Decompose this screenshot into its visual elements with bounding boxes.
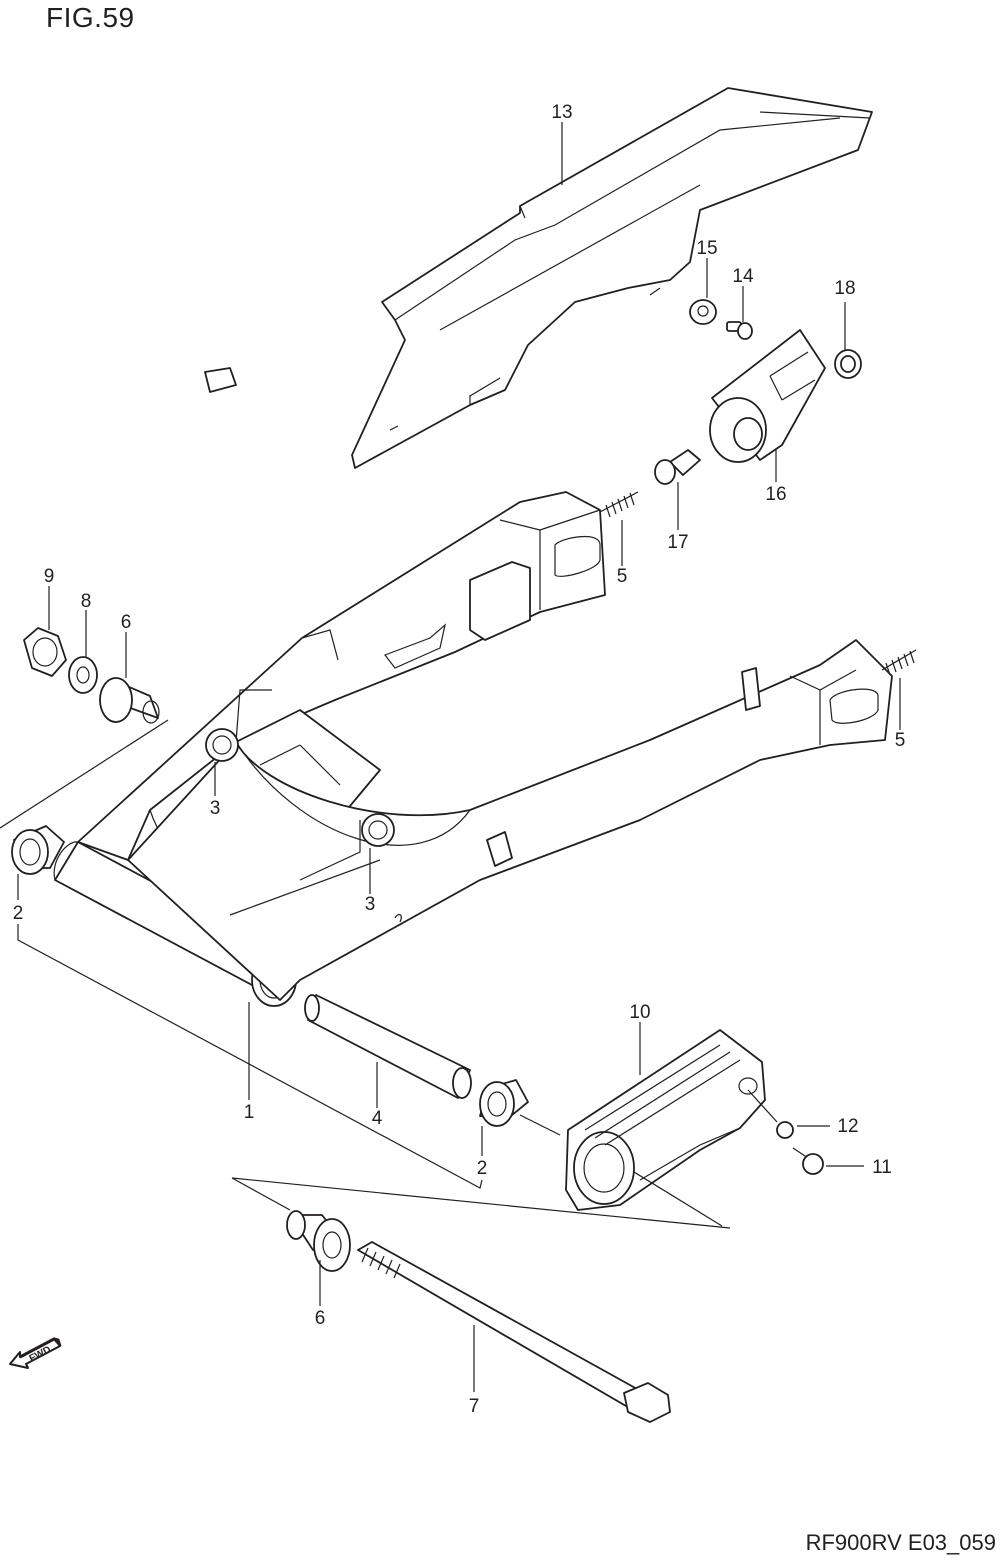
callout-15: 15 xyxy=(696,238,717,259)
callout-16: 16 xyxy=(765,484,786,505)
needle-bearing-lower xyxy=(361,813,395,847)
callout-6-upper: 6 xyxy=(121,612,132,633)
diagram-code: RF900RV E03_059 xyxy=(805,1530,996,1555)
callout-5-lower: 5 xyxy=(895,730,906,751)
callout-2-right: 2 xyxy=(477,1158,488,1179)
callout-7: 7 xyxy=(469,1396,480,1417)
slider-cushion xyxy=(776,1121,794,1139)
adjuster-bolt xyxy=(654,449,701,485)
circlip xyxy=(834,349,862,379)
slider-screw xyxy=(792,1147,824,1175)
pivot-washer xyxy=(68,656,98,694)
callout-9: 9 xyxy=(44,566,55,587)
chain-guard xyxy=(351,87,873,469)
adjuster-stud-right xyxy=(881,649,917,676)
callout-5-upper: 5 xyxy=(617,566,628,587)
forward-arrow-icon: FWD xyxy=(9,1337,62,1369)
spacer-tube xyxy=(304,994,472,1099)
callout-3-upper: 3 xyxy=(210,798,221,819)
pivot-bearing-left xyxy=(11,825,65,875)
callout-14: 14 xyxy=(732,266,754,287)
callout-3-lower: 3 xyxy=(365,894,376,915)
callout-2-left: 2 xyxy=(13,903,24,924)
grommet xyxy=(689,299,717,325)
callout-6-lower: 6 xyxy=(315,1308,326,1329)
pivot-shaft xyxy=(357,1241,671,1423)
pivot-bearing-right xyxy=(479,1079,529,1127)
callout-10: 10 xyxy=(629,1002,650,1023)
figure-title: FIG.59 xyxy=(46,2,135,33)
callout-17: 17 xyxy=(667,532,688,553)
adjuster-stud-left xyxy=(599,491,639,518)
callout-11: 11 xyxy=(872,1157,892,1178)
callout-labels: 13 15 14 18 16 17 5 5 9 8 6 3 3 2 1 4 2 … xyxy=(13,102,906,1417)
fwd-label: FWD xyxy=(28,1344,53,1364)
pivot-nut xyxy=(23,627,67,677)
callout-12: 12 xyxy=(837,1116,858,1137)
swingarm xyxy=(53,491,893,1007)
callout-4: 4 xyxy=(372,1108,383,1129)
pivot-collar-upper xyxy=(99,677,160,724)
needle-bearing-upper xyxy=(204,367,239,762)
chain-adjuster xyxy=(709,329,826,463)
chain-slider xyxy=(565,1029,766,1211)
pivot-collar-lower xyxy=(286,1210,351,1272)
callout-13: 13 xyxy=(551,102,572,123)
leader-lines xyxy=(17,122,901,1392)
guard-bolt xyxy=(726,321,753,340)
callout-1: 1 xyxy=(244,1102,255,1123)
callout-18: 18 xyxy=(834,278,855,299)
callout-8: 8 xyxy=(81,591,92,612)
